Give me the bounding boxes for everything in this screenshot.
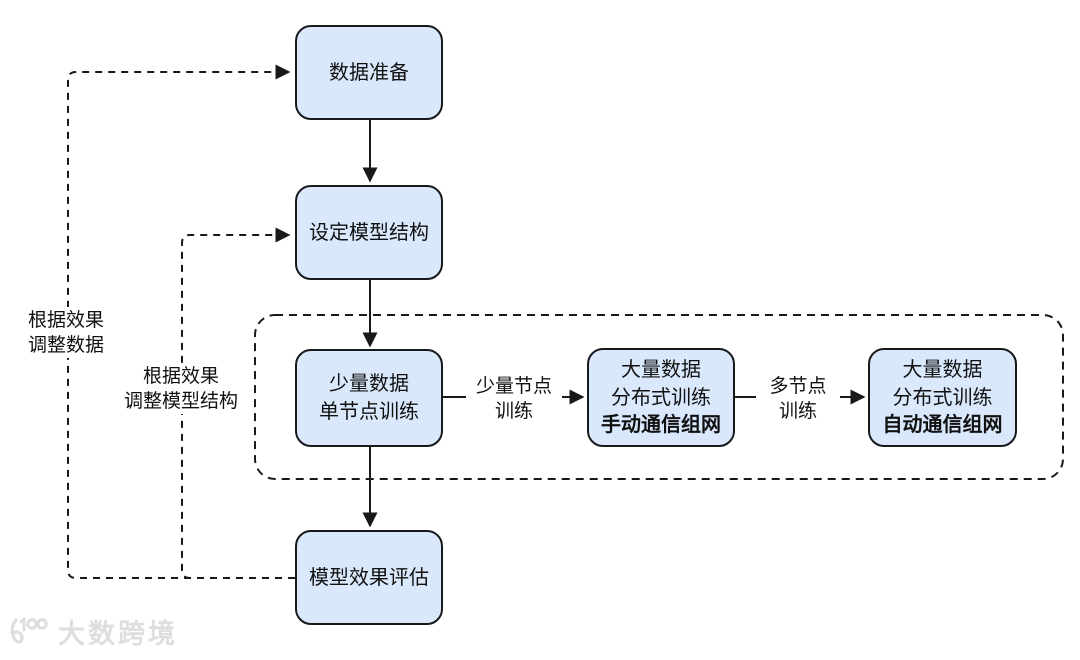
node-label: 单节点训练 <box>319 399 419 423</box>
training-group-dashed-border <box>254 314 1064 480</box>
watermark-text: 大数跨境 <box>58 619 178 650</box>
node-label-bold: 手动通信组网 <box>601 412 721 437</box>
node-label: 少量数据 <box>329 371 409 396</box>
edge-label-adjust-data-by-effect: 根据效果 调整数据 <box>22 307 110 359</box>
edge-label-multi-node-training: 多节点 训练 <box>756 373 840 425</box>
edge-label-few-nodes-training: 少量节点 训练 <box>466 373 562 425</box>
edge-label-line: 根据效果 <box>27 309 104 331</box>
node-small-data-single-node-training: 少量数据 单节点训练 <box>295 349 443 447</box>
edge-label-line: 少量节点 <box>475 375 552 397</box>
edge-label-line: 训练 <box>778 399 817 422</box>
watermark: 大数跨境 <box>8 612 178 651</box>
edge-label-line: 调整数据 <box>27 333 104 356</box>
node-label: 大量数据 <box>902 357 983 382</box>
edge-label-line: 多节点 <box>769 375 827 397</box>
feedback-eval-to-setmodel <box>181 227 295 579</box>
edge-label-line: 根据效果 <box>142 365 219 387</box>
node-label: 分布式训练 <box>892 384 993 409</box>
node-label: 模型效果评估 <box>309 564 429 589</box>
node-label: 分布式训练 <box>611 384 711 409</box>
node-label-bold: 自动通信组网 <box>882 412 1003 437</box>
node-label: 大量数据 <box>621 357 701 382</box>
node-distributed-training-manual-network: 大量数据 分布式训练 手动通信组网 <box>587 348 735 447</box>
watermark-logo-icon <box>10 617 48 644</box>
feedback-eval-to-dataprep <box>67 64 295 579</box>
edge-label-line: 训练 <box>494 399 533 422</box>
edge-label-line: 调整模型结构 <box>123 389 238 412</box>
node-label: 设定模型结构 <box>309 219 429 244</box>
node-model-evaluation: 模型效果评估 <box>295 530 443 625</box>
node-set-model-structure: 设定模型结构 <box>295 185 443 280</box>
node-label: 数据准备 <box>329 59 409 84</box>
node-data-preparation: 数据准备 <box>295 25 443 120</box>
node-distributed-training-auto-network: 大量数据 分布式训练 自动通信组网 <box>868 348 1017 447</box>
edge-label-adjust-model-by-effect: 根据效果 调整模型结构 <box>118 363 244 415</box>
